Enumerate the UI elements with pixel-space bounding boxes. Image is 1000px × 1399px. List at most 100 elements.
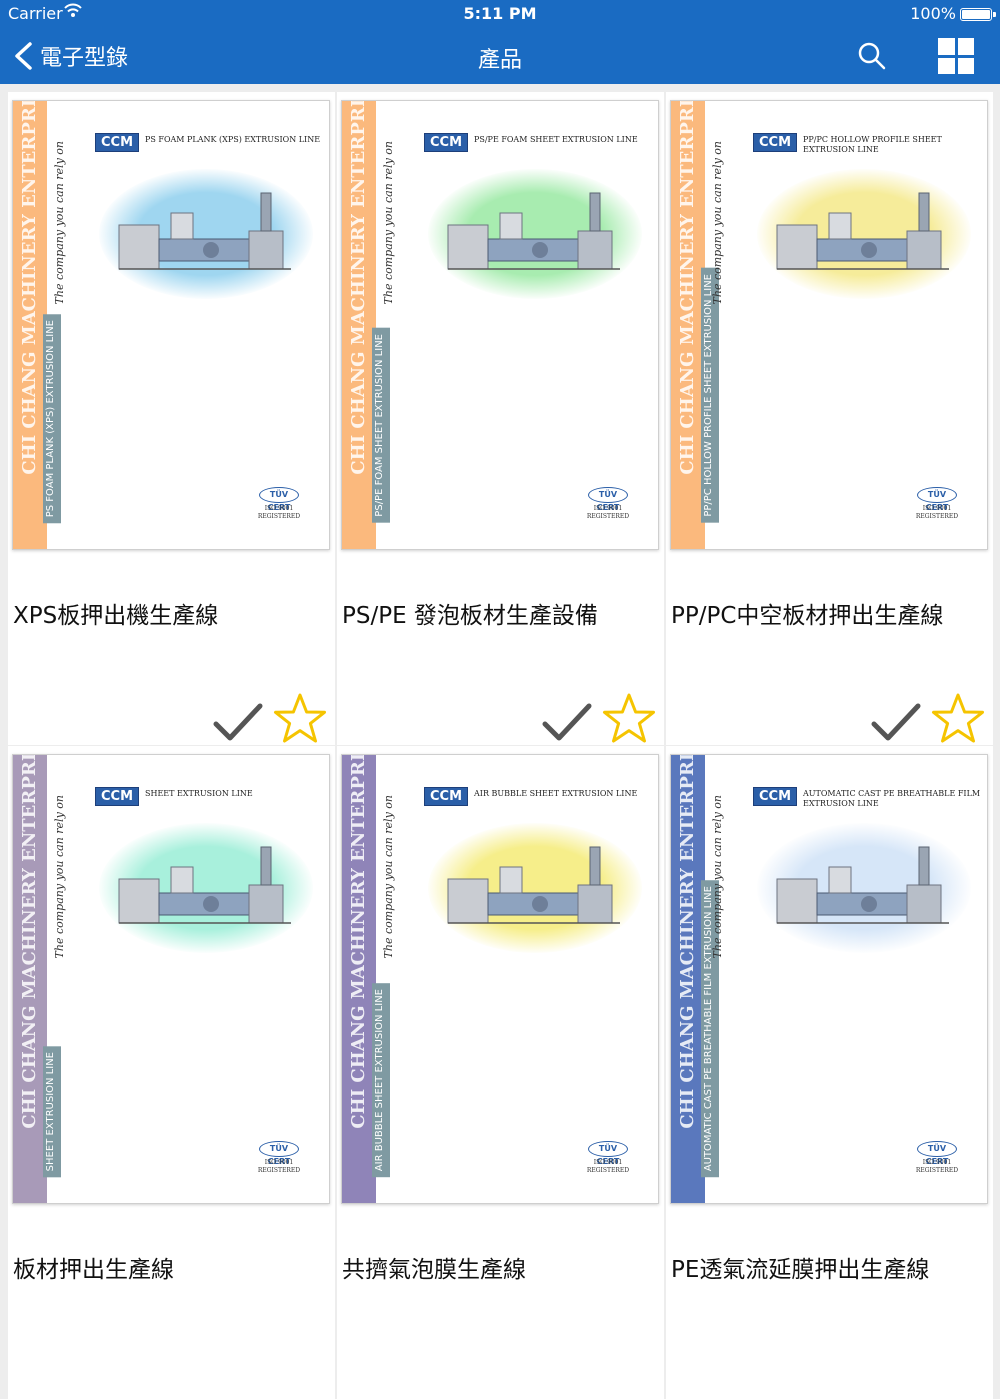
ccm-logo: CCM xyxy=(424,787,469,806)
cover-stripe xyxy=(13,101,47,549)
product-name: 板材押出生產線 xyxy=(13,1257,174,1283)
cover-product-tag: AIR BUBBLE SHEET EXTRUSION LINE xyxy=(372,982,390,1177)
tuv-cert: TÜV CERT ISO 9001 REGISTERED xyxy=(909,487,965,521)
machine-illustration xyxy=(447,846,620,924)
catalog-cover[interactable]: CHI CHANG MACHINERY ENTERPRISE SHEET EXT… xyxy=(12,754,330,1204)
status-bar: Carrier 5:11 PM 100% xyxy=(0,0,1000,28)
cert-text: ISO 9001 REGISTERED xyxy=(586,505,630,520)
wifi-icon xyxy=(64,2,82,24)
product-name: PS/PE 發泡板材生產設備 xyxy=(342,603,598,629)
search-icon xyxy=(858,42,886,70)
product-card[interactable]: CHI CHANG MACHINERY ENTERPRISE PS FOAM P… xyxy=(8,92,335,745)
tuv-cert-mark: TÜV CERT xyxy=(588,1141,628,1166)
machine-illustration xyxy=(776,192,949,270)
checkmark-icon[interactable] xyxy=(541,700,593,744)
tuv-cert-mark: TÜV CERT xyxy=(588,487,628,512)
cover-stripe xyxy=(671,755,705,1203)
checkmark-icon[interactable] xyxy=(212,700,264,744)
product-grid: CHI CHANG MACHINERY ENTERPRISE PS FOAM P… xyxy=(0,84,1000,1399)
tuv-cert-mark: TÜV CERT xyxy=(259,487,299,512)
ccm-logo: CCM xyxy=(424,133,469,152)
battery-icon xyxy=(960,8,996,21)
cover-heading: SHEET EXTRUSION LINE xyxy=(145,789,253,798)
ccm-logo: CCM xyxy=(753,787,798,806)
catalog-cover[interactable]: CHI CHANG MACHINERY ENTERPRISE AUTOMATIC… xyxy=(670,754,988,1204)
cover-product-tag: PS/PE FOAM SHEET EXTRUSION LINE xyxy=(372,328,390,523)
catalog-cover[interactable]: CHI CHANG MACHINERY ENTERPRISE PS/PE FOA… xyxy=(341,100,659,550)
cover-slogan: The company you can rely on xyxy=(382,141,395,305)
cover-heading: PS/PE FOAM SHEET EXTRUSION LINE xyxy=(474,135,638,144)
carrier-label: Carrier xyxy=(8,4,63,23)
ccm-logo: CCM xyxy=(753,133,798,152)
machine-photo xyxy=(99,169,313,299)
back-button[interactable]: 電子型錄 xyxy=(12,38,128,74)
cover-heading: AIR BUBBLE SHEET EXTRUSION LINE xyxy=(474,789,638,798)
cover-slogan: The company you can rely on xyxy=(382,795,395,959)
chevron-left-icon xyxy=(15,42,32,70)
cover-company-name: CHI CHANG MACHINERY ENTERPRISE xyxy=(19,100,40,475)
catalog-cover[interactable]: CHI CHANG MACHINERY ENTERPRISE PS FOAM P… xyxy=(12,100,330,550)
favorite-star-icon[interactable] xyxy=(272,692,328,746)
machine-photo xyxy=(757,169,971,299)
tuv-cert-mark: TÜV CERT xyxy=(917,487,957,512)
cert-text: ISO 9001 REGISTERED xyxy=(915,1159,959,1174)
favorite-star-icon[interactable] xyxy=(601,692,657,746)
tuv-cert: TÜV CERT ISO 9001 REGISTERED xyxy=(251,487,307,521)
cert-text: ISO 9001 REGISTERED xyxy=(915,505,959,520)
cover-slogan: The company you can rely on xyxy=(711,795,724,959)
machine-illustration xyxy=(776,846,949,924)
cover-heading: PS FOAM PLANK (XPS) EXTRUSION LINE xyxy=(145,135,321,144)
cover-company-name: CHI CHANG MACHINERY ENTERPRISE xyxy=(348,754,369,1129)
machine-photo xyxy=(757,823,971,953)
back-label: 電子型錄 xyxy=(40,46,129,71)
cert-text: ISO 9001 REGISTERED xyxy=(257,1159,301,1174)
cover-stripe xyxy=(342,755,376,1203)
nav-bar: 電子型錄 產品 xyxy=(0,28,1000,84)
cover-slogan: The company you can rely on xyxy=(53,141,66,305)
cover-product-tag: SHEET EXTRUSION LINE xyxy=(43,1045,61,1177)
product-card[interactable]: CHI CHANG MACHINERY ENTERPRISE PP/PC HOL… xyxy=(666,92,993,745)
product-card[interactable]: CHI CHANG MACHINERY ENTERPRISE AIR BUBBL… xyxy=(337,746,664,1399)
machine-photo xyxy=(428,823,642,953)
cover-company-name: CHI CHANG MACHINERY ENTERPRISE xyxy=(19,754,40,1129)
grid-view-button[interactable] xyxy=(938,38,974,74)
cert-text: ISO 9001 REGISTERED xyxy=(586,1159,630,1174)
product-name: PP/PC中空板材押出生產線 xyxy=(671,603,944,629)
cover-slogan: The company you can rely on xyxy=(53,795,66,959)
tuv-cert: TÜV CERT ISO 9001 REGISTERED xyxy=(580,487,636,521)
cover-heading: PP/PC HOLLOW PROFILE SHEET EXTRUSION LIN… xyxy=(803,135,942,154)
catalog-cover[interactable]: CHI CHANG MACHINERY ENTERPRISE AIR BUBBL… xyxy=(341,754,659,1204)
product-card[interactable]: CHI CHANG MACHINERY ENTERPRISE SHEET EXT… xyxy=(8,746,335,1399)
cover-slogan: The company you can rely on xyxy=(711,141,724,305)
ccm-logo: CCM xyxy=(95,787,140,806)
checkmark-icon[interactable] xyxy=(870,700,922,744)
search-button[interactable] xyxy=(856,40,888,72)
product-name: XPS板押出機生產線 xyxy=(13,603,219,629)
catalog-cover[interactable]: CHI CHANG MACHINERY ENTERPRISE PP/PC HOL… xyxy=(670,100,988,550)
battery-percent: 100% xyxy=(910,4,956,23)
machine-photo xyxy=(99,823,313,953)
tuv-cert: TÜV CERT ISO 9001 REGISTERED xyxy=(909,1141,965,1175)
product-name: 共擠氣泡膜生產線 xyxy=(342,1257,526,1283)
tuv-cert-mark: TÜV CERT xyxy=(917,1141,957,1166)
clock: 5:11 PM xyxy=(463,4,537,23)
cover-company-name: CHI CHANG MACHINERY ENTERPRISE xyxy=(677,754,698,1129)
tuv-cert-mark: TÜV CERT xyxy=(259,1141,299,1166)
machine-illustration xyxy=(447,192,620,270)
cover-stripe xyxy=(13,755,47,1203)
tuv-cert: TÜV CERT ISO 9001 REGISTERED xyxy=(580,1141,636,1175)
product-card[interactable]: CHI CHANG MACHINERY ENTERPRISE AUTOMATIC… xyxy=(666,746,993,1399)
page-title: 產品 xyxy=(477,48,522,73)
cover-stripe xyxy=(671,101,705,549)
product-card[interactable]: CHI CHANG MACHINERY ENTERPRISE PS/PE FOA… xyxy=(337,92,664,745)
grid-icon xyxy=(938,38,955,55)
ccm-logo: CCM xyxy=(95,133,140,152)
cover-stripe xyxy=(342,101,376,549)
cover-company-name: CHI CHANG MACHINERY ENTERPRISE xyxy=(677,100,698,475)
cert-text: ISO 9001 REGISTERED xyxy=(257,505,301,520)
product-name: PE透氣流延膜押出生產線 xyxy=(671,1257,930,1283)
machine-illustration xyxy=(118,846,291,924)
favorite-star-icon[interactable] xyxy=(930,692,986,746)
machine-illustration xyxy=(118,192,291,270)
cover-heading: AUTOMATIC CAST PE BREATHABLE FILM EXTRUS… xyxy=(803,789,981,808)
